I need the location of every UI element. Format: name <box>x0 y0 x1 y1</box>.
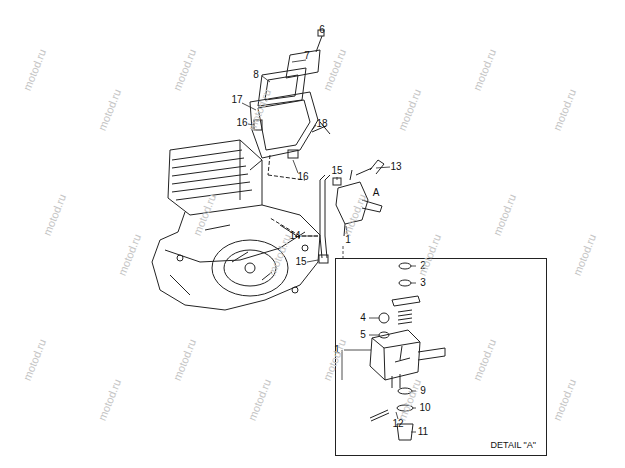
callout-number: 18 <box>316 119 327 129</box>
callout-number: 16 <box>297 172 308 182</box>
callout-number: 7 <box>304 51 310 61</box>
callout-number: 9 <box>420 386 426 396</box>
callout-number: 15 <box>331 166 342 176</box>
watermark: motod.ru <box>417 233 443 277</box>
watermark: motod.ru <box>472 48 498 92</box>
watermark: motod.ru <box>97 378 123 422</box>
watermark: motod.ru <box>22 338 48 382</box>
watermark: motod.ru <box>267 233 293 277</box>
watermark: motod.ru <box>342 193 368 237</box>
callout-number: 8 <box>253 70 259 80</box>
watermark: motod.ru <box>397 378 423 422</box>
watermark: motod.ru <box>472 338 498 382</box>
watermark: motod.ru <box>322 48 348 92</box>
watermark: motod.ru <box>42 193 68 237</box>
callout-number: 6 <box>319 25 325 35</box>
watermark: motod.ru <box>552 88 578 132</box>
callout-number: 16 <box>236 118 247 128</box>
watermark: motod.ru <box>172 338 198 382</box>
callout-number: 3 <box>420 278 426 288</box>
watermark: motod.ru <box>97 88 123 132</box>
engine <box>152 140 320 310</box>
callout-number: 4 <box>360 313 366 323</box>
watermark: motod.ru <box>572 233 598 277</box>
watermark: motod.ru <box>172 48 198 92</box>
watermark: motod.ru <box>397 88 423 132</box>
watermark: motod.ru <box>247 378 273 422</box>
detail-box: DETAIL "A" <box>335 258 547 456</box>
watermark: motod.ru <box>492 193 518 237</box>
watermark: motod.ru <box>552 378 578 422</box>
leader-lines <box>242 60 416 432</box>
callout-number: 5 <box>360 330 366 340</box>
watermark: motod.ru <box>22 48 48 92</box>
watermark: motod.ru <box>117 233 143 277</box>
detail-title: DETAIL "A" <box>491 440 536 450</box>
callout-number: 17 <box>231 95 242 105</box>
callout-number: 13 <box>390 162 401 172</box>
callout-number: 10 <box>419 403 430 413</box>
watermark: motod.ru <box>192 193 218 237</box>
callout-number: A <box>373 188 380 198</box>
callout-number: 11 <box>418 427 428 437</box>
callout-number: 15 <box>295 257 306 267</box>
detail-parts <box>370 263 445 440</box>
